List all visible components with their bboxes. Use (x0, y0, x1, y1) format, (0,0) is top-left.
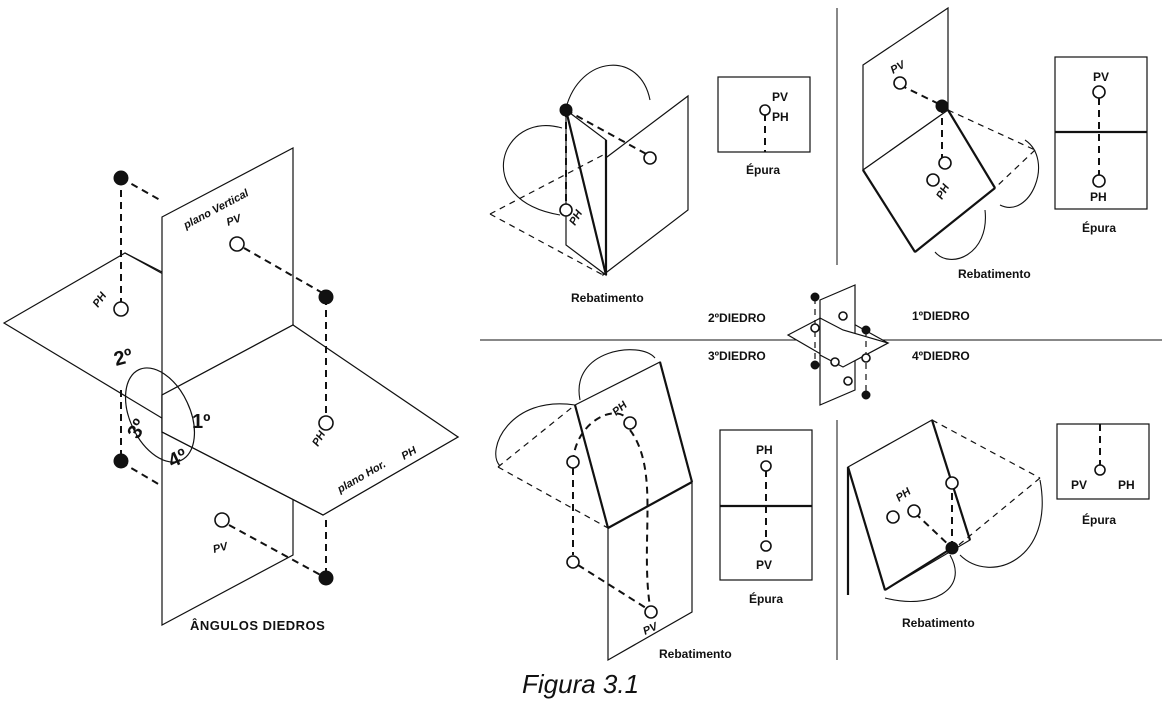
projection-pv-1st (229, 236, 245, 252)
br-pv-projection (945, 476, 959, 490)
label-2nd-dihedral: 2ºDIEDRO (708, 311, 766, 325)
panel-top-right: PV PH Rebatimento PV PH Épura (862, 6, 1148, 281)
tr-point (935, 99, 949, 113)
tl-vertical-plane (602, 94, 689, 277)
projection-ph-2nd (113, 301, 129, 317)
tr-caption: Rebatimento (958, 267, 1031, 281)
panel-bottom-left: PH PV Rebatimento PH PV Épura (495, 349, 813, 662)
label-pv-top: PV (225, 212, 244, 229)
label-1st-dihedral: 1ºDIEDRO (912, 309, 970, 323)
br-arrow-right (959, 479, 1043, 568)
bl-epura-caption: Épura (749, 591, 783, 606)
center-point-2 (810, 292, 820, 302)
projection-pv-4th (214, 512, 230, 528)
tl-epura-caption: Épura (746, 162, 780, 177)
label-4th-dihedral: 4ºDIEDRO (912, 349, 970, 363)
bl-epura-pv: PV (756, 558, 772, 572)
tl-ph-projection (559, 203, 573, 217)
horizontal-plane-front (161, 324, 460, 516)
main-caption: ÂNGULOS DIEDROS (190, 618, 325, 633)
bl-epura-ph: PH (756, 443, 773, 457)
tl-arrow-top (565, 64, 651, 109)
center-point-1 (861, 325, 871, 335)
tr-pv-projection (893, 76, 907, 90)
bl-caption: Rebatimento (659, 647, 732, 661)
tl-arrow-left (502, 125, 563, 216)
tr-epura-pv: PV (1093, 70, 1109, 84)
panel-top-left: PH Rebatimento PV PH Épura (489, 64, 811, 305)
point-3rd-dihedral (113, 453, 129, 469)
projection-ph-1st (318, 415, 334, 431)
center-point-4 (861, 390, 871, 400)
tl-epura-point (759, 104, 771, 116)
center-point-3 (810, 360, 820, 370)
figure-caption: Figura 3.1 (522, 669, 639, 699)
br-caption: Rebatimento (902, 616, 975, 630)
tr-epura-caption: Épura (1082, 220, 1116, 235)
tr-mid-projection (938, 156, 952, 170)
tl-point (559, 103, 573, 117)
br-epura-point (1094, 464, 1106, 476)
label-pv-bottom: PV (212, 540, 231, 556)
br-arrow-bottom (884, 554, 956, 602)
quadrant-1-label: 1º (192, 411, 210, 433)
br-ph-projection (886, 510, 900, 524)
center-proj-3 (843, 376, 853, 386)
bl-epura-ph-point (760, 460, 772, 472)
bl-pv-projection (644, 605, 658, 619)
center-proj-1 (861, 353, 871, 363)
tl-caption: Rebatimento (571, 291, 644, 305)
tr-epura-ph: PH (1090, 190, 1107, 204)
tr-epura-pv-point (1092, 85, 1106, 99)
quadrant-2-label: 2º (112, 345, 136, 371)
br-epura-caption: Épura (1082, 512, 1116, 527)
center-proj-2 (810, 323, 820, 333)
bl-arrow-left (495, 403, 576, 467)
point-4th-dihedral (318, 570, 334, 586)
bl-point-a (566, 455, 580, 469)
tr-ph-projection (926, 173, 940, 187)
tr-epura-ph-point (1092, 174, 1106, 188)
br-mid-projection (907, 504, 921, 518)
bl-arrow-top (578, 349, 656, 401)
point-1st-dihedral (318, 289, 334, 305)
tr-arrow-right (999, 139, 1040, 208)
quadrant-ellipse (124, 367, 196, 463)
label-3rd-dihedral: 3ºDIEDRO (708, 349, 766, 363)
br-epura-box (1056, 423, 1150, 500)
center-dihedral-legend: 2ºDIEDRO 1ºDIEDRO 3ºDIEDRO 4ºDIEDRO (708, 284, 970, 406)
br-point (945, 541, 959, 555)
bl-epura-pv-point (760, 540, 772, 552)
panel-bottom-right: PH Rebatimento PV PH Épura (846, 419, 1150, 630)
bl-point-b (566, 555, 580, 569)
center-proj-1b (830, 357, 840, 367)
tl-pv-projection (643, 151, 657, 165)
br-epura-ph: PH (1118, 478, 1135, 492)
bl-ph-projection (623, 416, 637, 430)
tr-arrow-bottom (934, 209, 986, 260)
main-dihedral-drawing: PH PV PH PV plano Vertical plano Hor. PH… (2, 147, 460, 633)
center-proj-2b (838, 311, 848, 321)
tl-epura-ph: PH (772, 110, 789, 124)
tl-epura-pv: PV (772, 90, 788, 104)
br-epura-pv: PV (1071, 478, 1087, 492)
quadrant-3-label: 3º (123, 416, 151, 443)
point-2nd-dihedral (113, 170, 129, 186)
